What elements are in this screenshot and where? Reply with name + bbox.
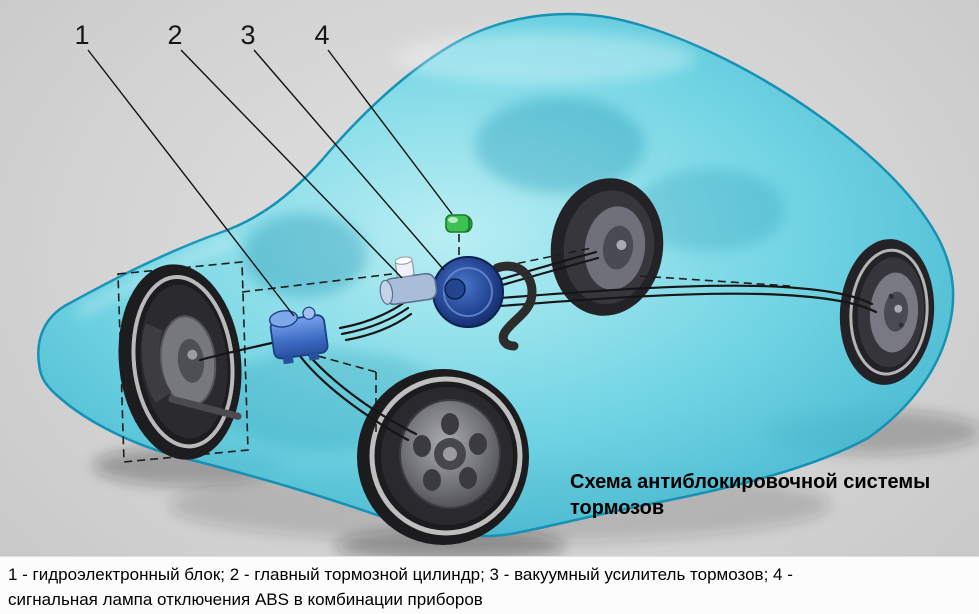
- leader-3: [253, 49, 445, 271]
- interior-shading: [243, 213, 367, 297]
- figure-caption: 1 - гидроэлектронный блок; 2 - главный т…: [0, 556, 979, 614]
- wheel-hub: [177, 338, 205, 383]
- leader-4: [327, 49, 453, 215]
- callout-leader-lines: [87, 49, 453, 317]
- roof-highlight: [395, 32, 695, 84]
- wheel-front-right: [550, 178, 664, 316]
- interior-shading: [635, 168, 785, 252]
- leader-1: [87, 49, 295, 317]
- master-cylinder: [379, 256, 438, 306]
- abs-warning-lamp: [445, 214, 473, 233]
- vacuum-booster: [432, 256, 537, 351]
- diagram-title: Схема антиблокировочной системы тормозов: [570, 471, 930, 519]
- wheel-front-left: [118, 264, 242, 460]
- suspension-arm: [168, 395, 242, 420]
- callout-number-3: 3: [240, 20, 255, 50]
- wheel-rear-right: [839, 239, 935, 385]
- wheel-rear-left: [357, 369, 529, 545]
- interior-shading: [475, 97, 645, 193]
- caption-line-1: 1 - гидроэлектронный блок; 2 - главный т…: [8, 565, 793, 584]
- hydraulic-unit: [268, 306, 329, 365]
- brake-pipes: [198, 250, 878, 442]
- abs-diagram-canvas: 1 2 3 4 Схема антиблокировочной системы …: [37, 12, 979, 556]
- caption-line-2: сигнальная лампа отключения ABS в комбин…: [8, 590, 483, 609]
- leader-2: [180, 49, 403, 279]
- diagram-title-line1: Схема антиблокировочной системы: [570, 471, 930, 493]
- brake-caliper: [141, 323, 172, 403]
- callout-number-4: 4: [314, 20, 329, 50]
- callout-number-1: 1: [74, 20, 89, 50]
- pedal-bracket: [492, 261, 537, 351]
- callout-numbers: 1 2 3 4: [74, 20, 329, 50]
- diagram-title-line2: тормозов: [570, 497, 664, 519]
- callout-number-2: 2: [167, 20, 182, 50]
